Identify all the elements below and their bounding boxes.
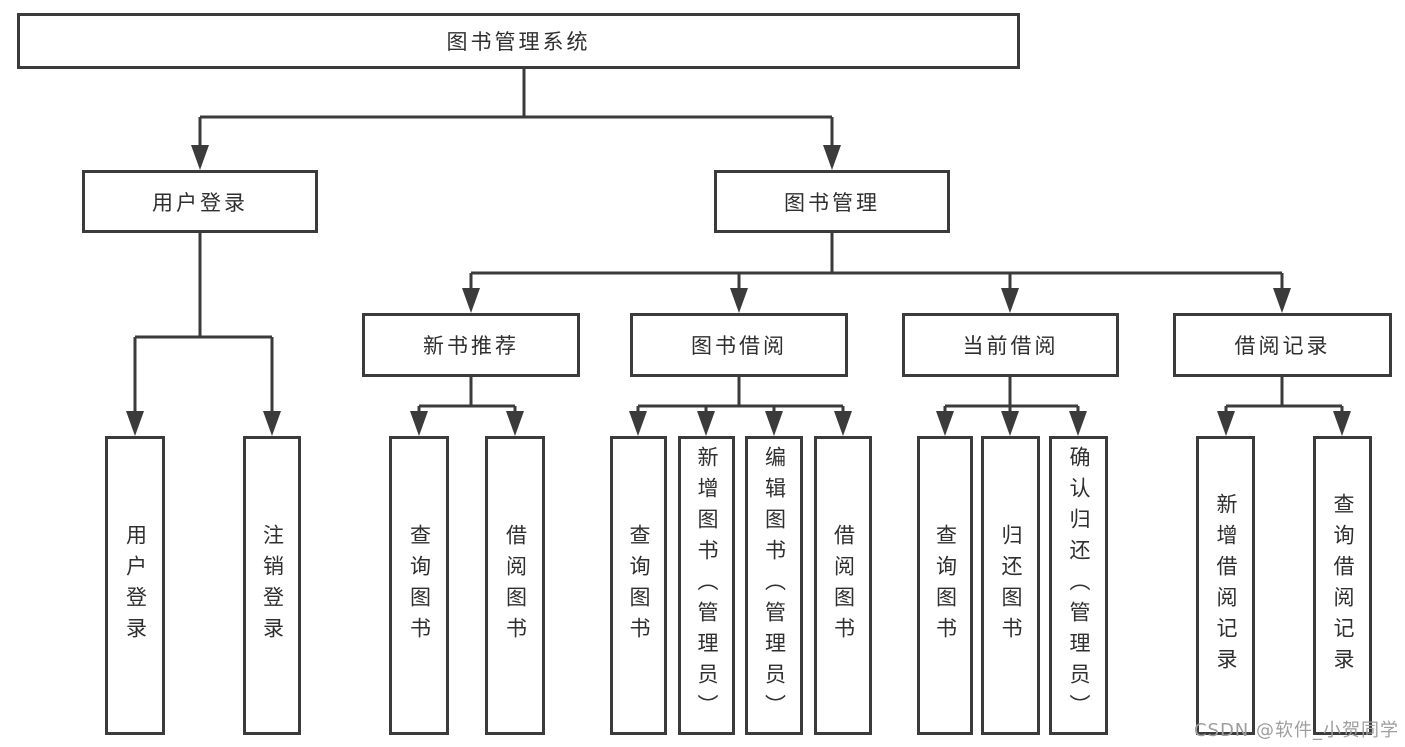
arrow-down-icon [191, 145, 209, 170]
leaf-query-book-recommend: 查询图书 [389, 436, 449, 735]
arrow-down-icon [834, 411, 852, 436]
arrow-down-icon [1217, 411, 1235, 436]
arrow-down-icon [936, 411, 954, 436]
arrow-down-icon [765, 411, 783, 436]
arrow-down-icon [1069, 411, 1087, 436]
arrow-down-icon [823, 145, 841, 170]
arrow-down-icon [629, 411, 647, 436]
arrow-down-icon [1001, 411, 1019, 436]
arrow-down-icon [697, 411, 715, 436]
leaf-query-book-current: 查询图书 [917, 436, 973, 735]
node-book-management: 图书管理 [714, 170, 950, 233]
leaf-add-book-admin: 新增图书（管理员） [678, 436, 735, 735]
connector-lines [133, 69, 1344, 412]
leaf-confirm-return-admin: 确认归还（管理员） [1049, 436, 1108, 735]
node-new-book-recommendation: 新书推荐 [362, 313, 580, 377]
arrow-down-icon [1333, 411, 1351, 436]
leaf-edit-book-admin: 编辑图书（管理员） [745, 436, 803, 735]
arrow-down-icon [730, 288, 748, 313]
node-library-system: 图书管理系统 [17, 13, 1020, 69]
node-current-borrowing: 当前借阅 [902, 313, 1119, 377]
arrow-down-icon [1001, 288, 1019, 313]
watermark: CSDN @软件_小贺同学 [1193, 720, 1399, 741]
leaf-logout: 注销登录 [243, 436, 301, 735]
leaf-borrow-book-recommend: 借阅图书 [485, 436, 545, 735]
leaf-borrow-book-borrowing: 借阅图书 [814, 436, 872, 735]
leaf-return-book: 归还图书 [981, 436, 1040, 735]
node-user-login: 用户登录 [82, 170, 318, 233]
arrow-down-icon [506, 411, 524, 436]
node-borrowing-records: 借阅记录 [1173, 313, 1392, 377]
leaf-query-borrow-record: 查询借阅记录 [1313, 436, 1372, 735]
arrowheads [126, 145, 1351, 436]
node-book-borrowing: 图书借阅 [630, 313, 848, 377]
leaf-add-borrow-record: 新增借阅记录 [1196, 436, 1255, 735]
arrow-down-icon [126, 411, 144, 436]
arrow-down-icon [1273, 288, 1291, 313]
leaf-user-login: 用户登录 [105, 436, 165, 735]
leaf-query-book-borrowing: 查询图书 [610, 436, 667, 735]
arrow-down-icon [462, 288, 480, 313]
arrow-down-icon [410, 411, 428, 436]
arrow-down-icon [263, 411, 281, 436]
